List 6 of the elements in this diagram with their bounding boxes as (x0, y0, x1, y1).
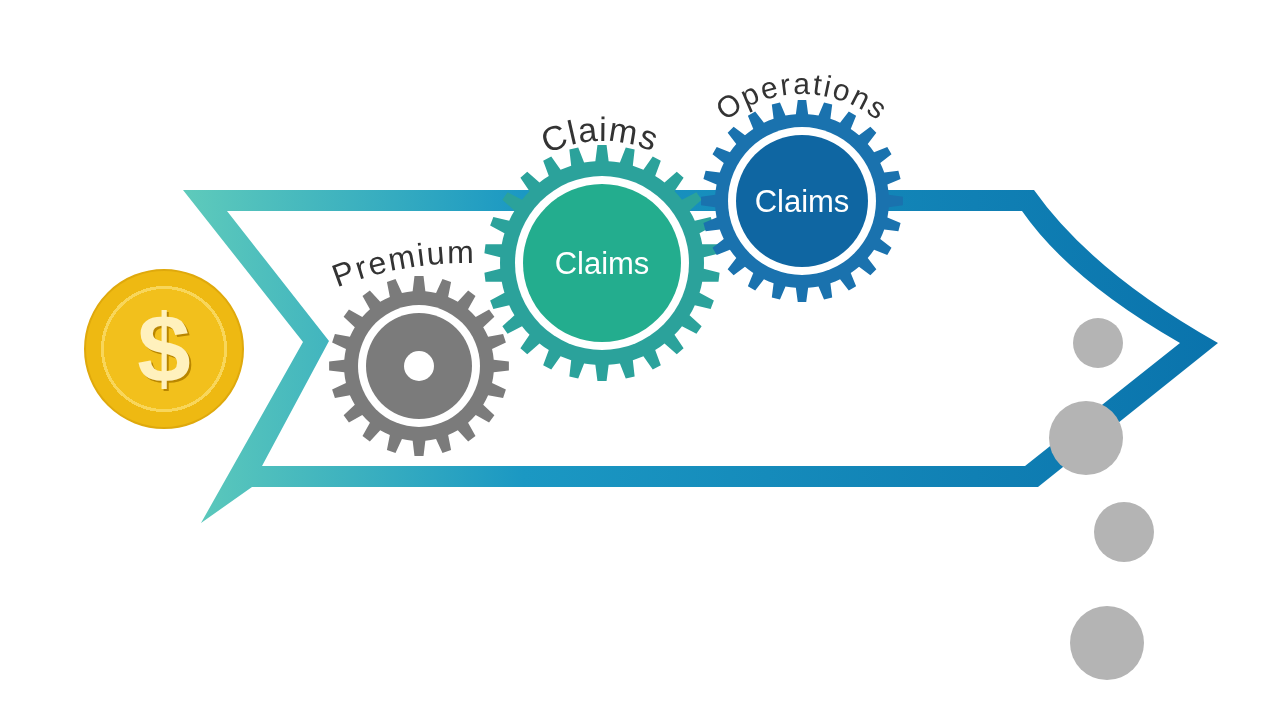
gear-label: Claims (554, 247, 650, 279)
gear-heading: Claims (535, 109, 665, 161)
dollar-sign: $ (137, 301, 191, 397)
gear-heading: Operations (709, 66, 895, 127)
gear-heading: Premium (327, 233, 477, 295)
gear-label: Claims (754, 185, 850, 217)
